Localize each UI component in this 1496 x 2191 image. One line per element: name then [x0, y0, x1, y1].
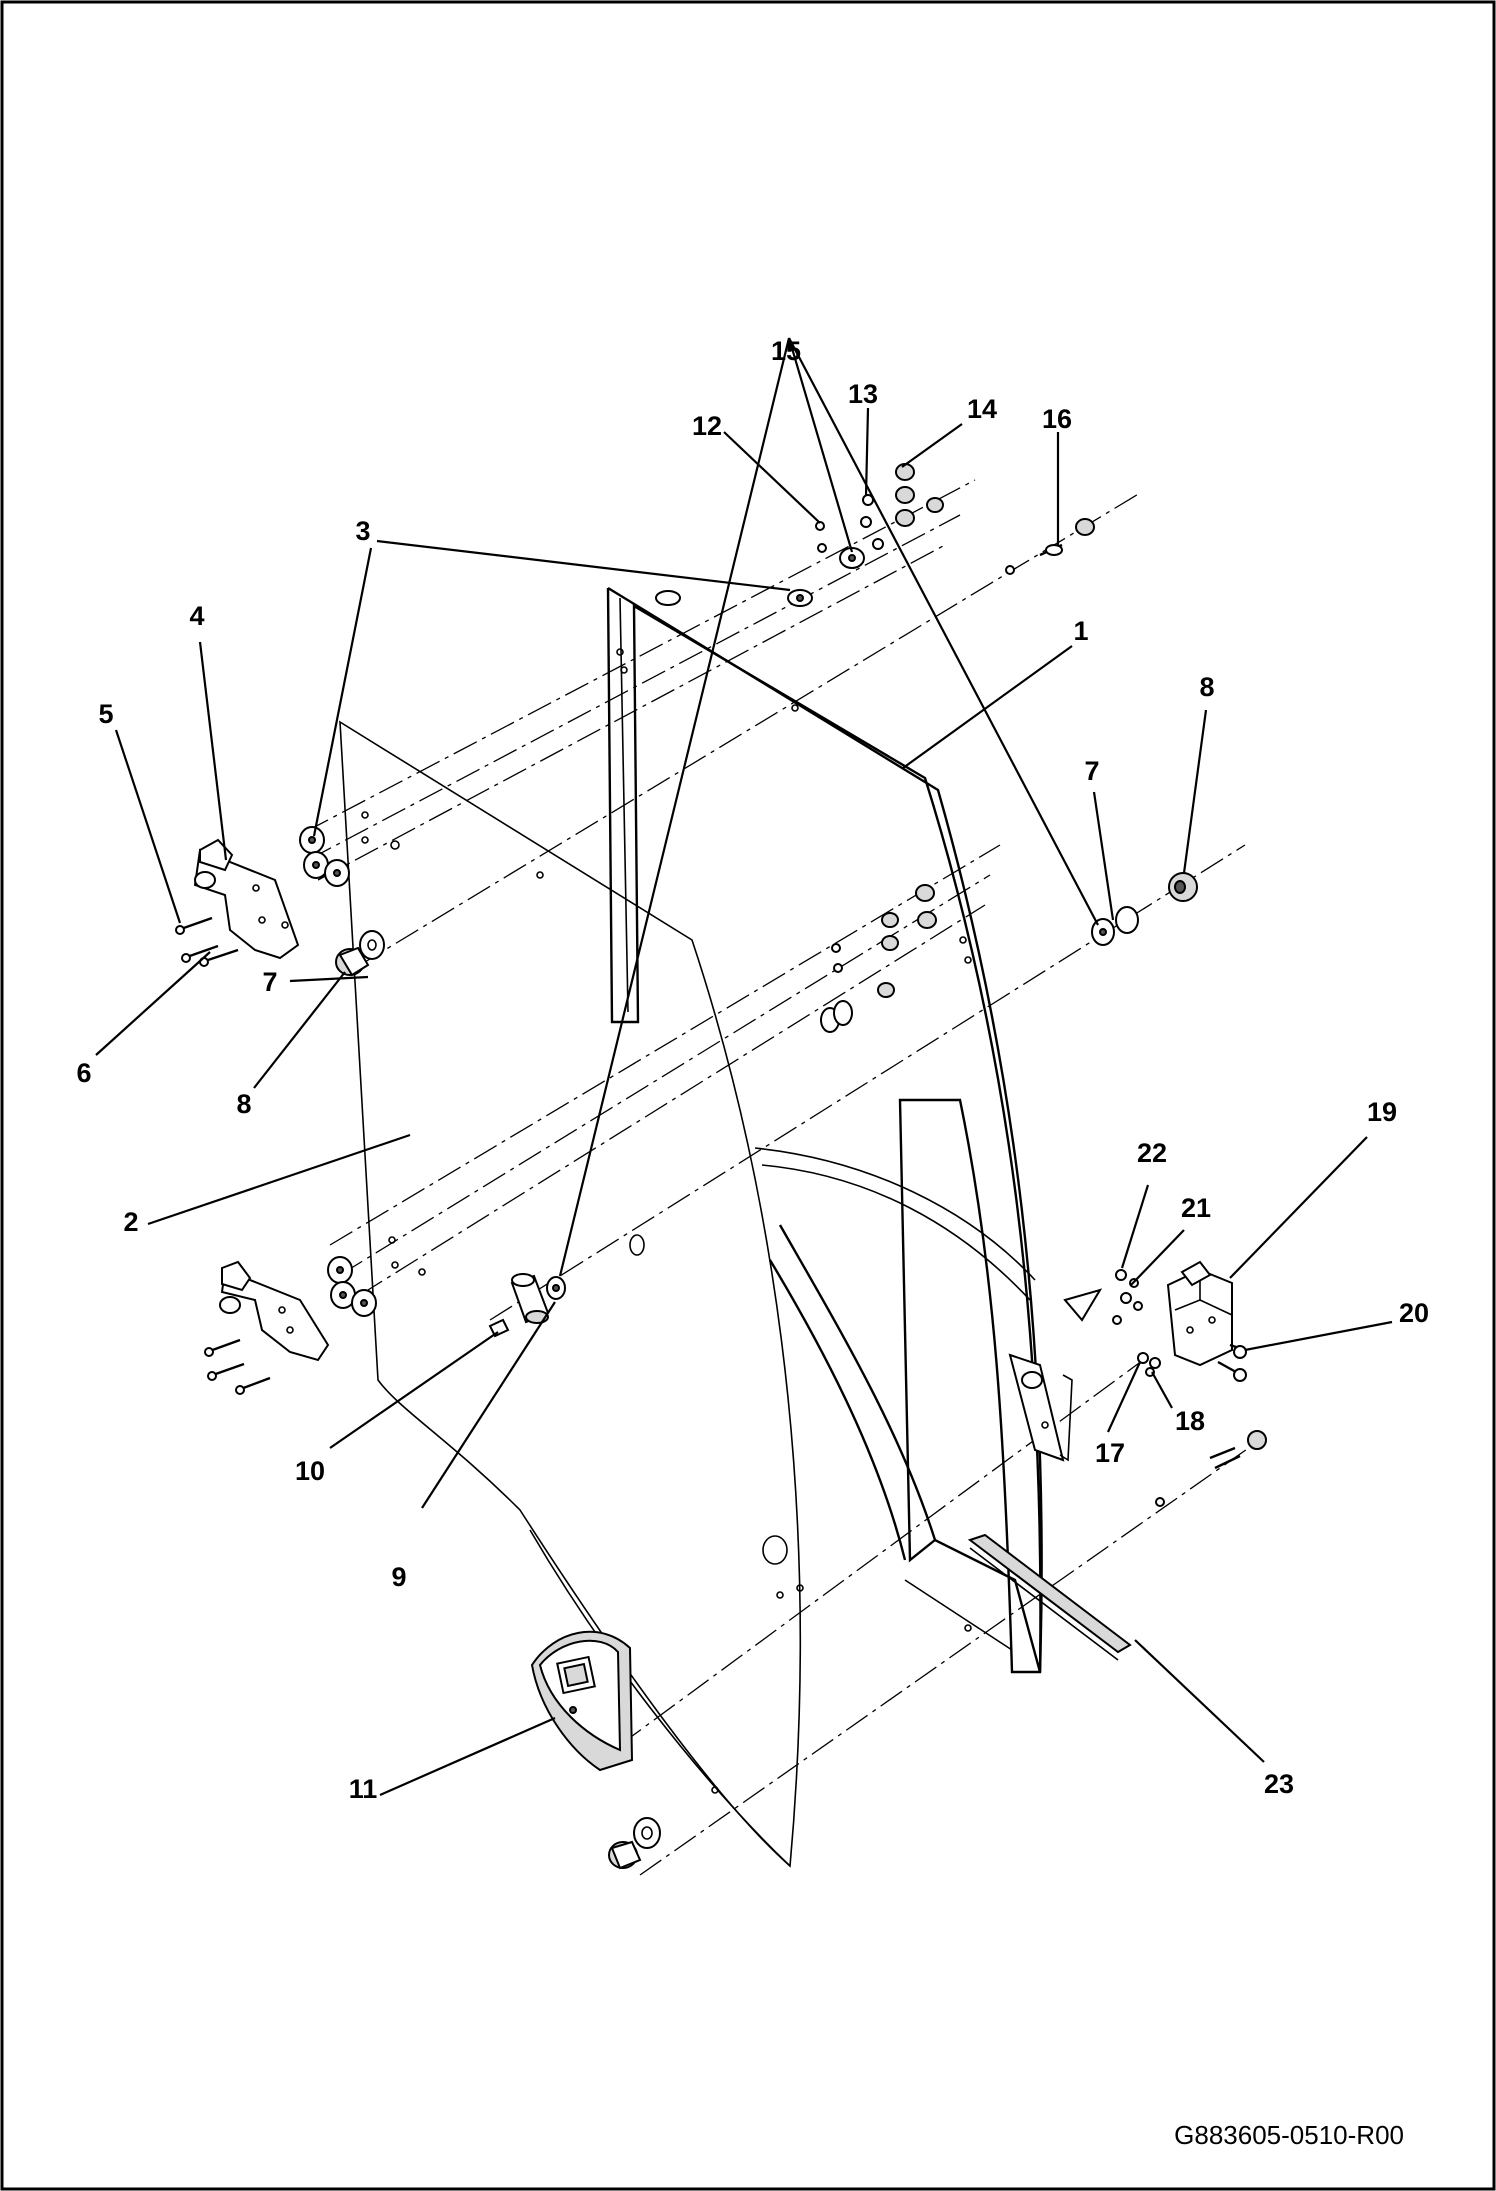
callout-7-right: 7 — [1084, 756, 1099, 786]
frame-part-1 — [606, 586, 1103, 1674]
callout-7-left: 7 — [262, 967, 277, 997]
striker-plate — [1008, 1353, 1073, 1462]
callout-17: 17 — [1095, 1438, 1125, 1468]
right-fastener-cluster — [820, 872, 1198, 1033]
callout-labels: 1 2 3 4 5 6 7 7 8 8 9 10 11 12 13 14 15 … — [76, 336, 1429, 1804]
callout-15: 15 — [771, 336, 801, 366]
callout-3: 3 — [355, 516, 370, 546]
callout-20: 20 — [1399, 1298, 1429, 1328]
callout-10: 10 — [295, 1456, 325, 1486]
callout-6: 6 — [76, 1058, 91, 1088]
leader-lines — [95, 337, 1393, 1797]
upper-fastener-cluster — [787, 463, 1095, 607]
callout-21: 21 — [1181, 1193, 1211, 1223]
glass-panel-part-2 — [339, 720, 804, 1868]
hinge-screws — [175, 916, 271, 1395]
callout-12: 12 — [692, 411, 722, 441]
callout-2: 2 — [123, 1207, 138, 1237]
lower-knob-and-washer — [608, 1817, 661, 1870]
callout-18: 18 — [1175, 1406, 1205, 1436]
seal-strip-part-23 — [967, 1533, 1132, 1661]
lower-hinge — [219, 1260, 330, 1362]
callout-16: 16 — [1042, 404, 1072, 434]
callout-4: 4 — [189, 601, 204, 631]
callout-11: 11 — [349, 1774, 378, 1804]
callout-22: 22 — [1137, 1138, 1167, 1168]
spacer-bushing-9-and-bolt-10 — [488, 1273, 566, 1338]
spacer-and-knob-left — [335, 930, 385, 977]
upper-hinge-part-4 — [193, 838, 300, 960]
callout-5: 5 — [98, 699, 113, 729]
lower-right-bolt — [1155, 1430, 1267, 1507]
latch-assembly-19 — [1112, 1260, 1247, 1382]
callout-23: 23 — [1264, 1769, 1294, 1799]
callout-19: 19 — [1367, 1097, 1397, 1127]
drawing-number: G883605-0510-R00 — [1174, 2120, 1404, 2150]
callout-1: 1 — [1073, 616, 1088, 646]
callout-8-right: 8 — [1199, 672, 1214, 702]
assembly-axis-lines — [304, 479, 1261, 1876]
callout-13: 13 — [848, 379, 878, 409]
callout-8-left: 8 — [236, 1089, 251, 1119]
callout-14: 14 — [967, 394, 997, 424]
callout-9: 9 — [391, 1562, 406, 1592]
handle-part-11 — [530, 1630, 634, 1772]
washers-hinge-side — [299, 826, 377, 1317]
